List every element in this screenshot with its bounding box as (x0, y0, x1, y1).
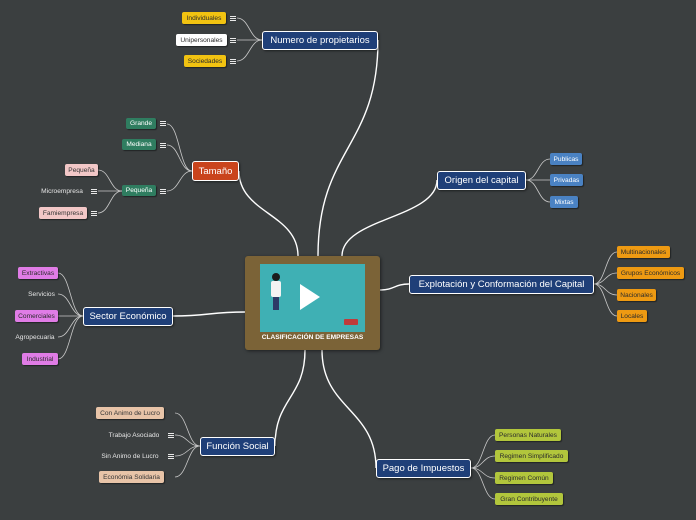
leaf-pequena-sub[interactable]: Pequeña (65, 164, 98, 176)
connector-leaf (166, 123, 193, 172)
note-icon[interactable] (230, 59, 236, 64)
leaf-comerciales[interactable]: Comerciales (15, 310, 58, 322)
connector-leaf (97, 169, 123, 192)
connector-leaf (470, 434, 496, 469)
connector-impuestos (321, 349, 377, 469)
connector-leaf (593, 272, 618, 285)
leaf-con-animo-de-lucro[interactable]: Con Animo de Lucro (96, 407, 164, 419)
topic-pago-de-impuestos[interactable]: Pago de Impuestos (376, 459, 471, 478)
leaf-trabajo-asociado[interactable]: Trabajo Asociado (108, 431, 160, 439)
connector-sector (172, 311, 246, 317)
play-icon[interactable] (300, 284, 320, 310)
leaf-sociedades[interactable]: Sociedades (184, 55, 226, 67)
topic-explotacion-y-conformacion-del-capital[interactable]: Explotación y Conformación del Capital (409, 275, 594, 294)
leaf-multinacionales[interactable]: Multinacionales (617, 246, 670, 258)
leaf-privadas[interactable]: Privadas (550, 174, 583, 186)
video-thumbnail[interactable] (260, 264, 365, 332)
connector-leaf (174, 445, 201, 478)
connector-leaf (470, 467, 496, 500)
connector-leaf (593, 283, 618, 296)
note-icon[interactable] (168, 454, 174, 459)
connector-origen (341, 179, 438, 257)
central-topic-label: CLASIFICACIÓN DE EMPRESAS (261, 334, 364, 341)
topic-origen-del-capital[interactable]: Origen del capital (437, 171, 526, 190)
topic-funcion-social[interactable]: Función Social (200, 437, 275, 456)
leaf-industrial[interactable]: Industrial (22, 353, 58, 365)
connector-leaf (470, 455, 496, 469)
connector-leaf (97, 190, 123, 214)
connector-leaf (236, 39, 263, 62)
connector-tamano (238, 170, 299, 257)
leaf-famiempresa[interactable]: Famiempresa (39, 207, 87, 219)
connector-leaf (166, 170, 193, 192)
connector-leaf (174, 434, 201, 447)
leaf-sin-animo-de-lucro[interactable]: Sin Animo de Lucro (101, 452, 159, 460)
leaf-regimen-simplificado[interactable]: Regimen Simplificado (495, 450, 568, 462)
leaf-servicios[interactable]: Servicios (28, 290, 55, 298)
note-icon[interactable] (160, 121, 166, 126)
note-icon[interactable] (230, 38, 236, 43)
note-icon[interactable] (230, 16, 236, 21)
connector-leaf (593, 283, 618, 317)
leaf-mediana[interactable]: Mediana (122, 139, 156, 150)
leaf-microempresa[interactable]: Microempresa (41, 187, 83, 195)
leaf-grupos-economicos[interactable]: Grupos Económicos (617, 267, 684, 279)
connector-leaf (57, 272, 84, 317)
topic-tamano[interactable]: Tamaño (192, 161, 239, 181)
leaf-personas-naturales[interactable]: Personas Naturales (495, 429, 561, 441)
leaf-individuales[interactable]: Individuales (182, 12, 226, 24)
leaf-regimen-comun[interactable]: Regimen Común (495, 472, 553, 484)
leaf-extractivas[interactable]: Extractivas (18, 267, 58, 279)
note-icon[interactable] (160, 143, 166, 148)
connector-leaf (57, 293, 84, 317)
note-icon[interactable] (168, 433, 174, 438)
connector-leaf (174, 412, 201, 447)
connector-leaf (593, 251, 618, 285)
leaf-locales[interactable]: Locales (617, 310, 647, 322)
central-topic[interactable]: CLASIFICACIÓN DE EMPRESAS (245, 256, 380, 350)
note-icon[interactable] (91, 189, 97, 194)
leaf-economia-solidaria[interactable]: Económia Solidaria (99, 471, 164, 483)
topic-numero-de-propietarios[interactable]: Numero de propietarios (262, 31, 378, 50)
note-icon[interactable] (160, 189, 166, 194)
person-illustration-head (272, 273, 280, 281)
person-illustration-body (271, 281, 281, 297)
topic-sector-economico[interactable]: Sector Económico (83, 307, 173, 326)
leaf-gran-contribuyente[interactable]: Gran Contribuyente (495, 493, 563, 505)
connector-propietarios (317, 39, 379, 257)
desk-illustration (344, 319, 358, 325)
connector-leaf (166, 144, 193, 172)
connector-leaf (57, 315, 84, 338)
connector-explotacion (379, 283, 410, 291)
leaf-publicas[interactable]: Publicas (550, 153, 582, 165)
connector-leaf (236, 17, 263, 41)
note-icon[interactable] (91, 211, 97, 216)
leaf-agropecuaria[interactable]: Agropecuaria (15, 333, 55, 341)
connector-funcion (274, 349, 306, 447)
leaf-mixtas[interactable]: Mixtas (550, 196, 578, 208)
person-illustration-legs (273, 297, 279, 310)
leaf-pequena[interactable]: Pequeña (122, 185, 156, 196)
connector-leaf (525, 158, 551, 181)
leaf-grande[interactable]: Grande (126, 118, 156, 129)
connector-leaf (57, 315, 84, 360)
leaf-unipersonales[interactable]: Unipersonales (176, 34, 227, 46)
connector-leaf (525, 179, 551, 203)
leaf-nacionales[interactable]: Nacionales (617, 289, 656, 301)
